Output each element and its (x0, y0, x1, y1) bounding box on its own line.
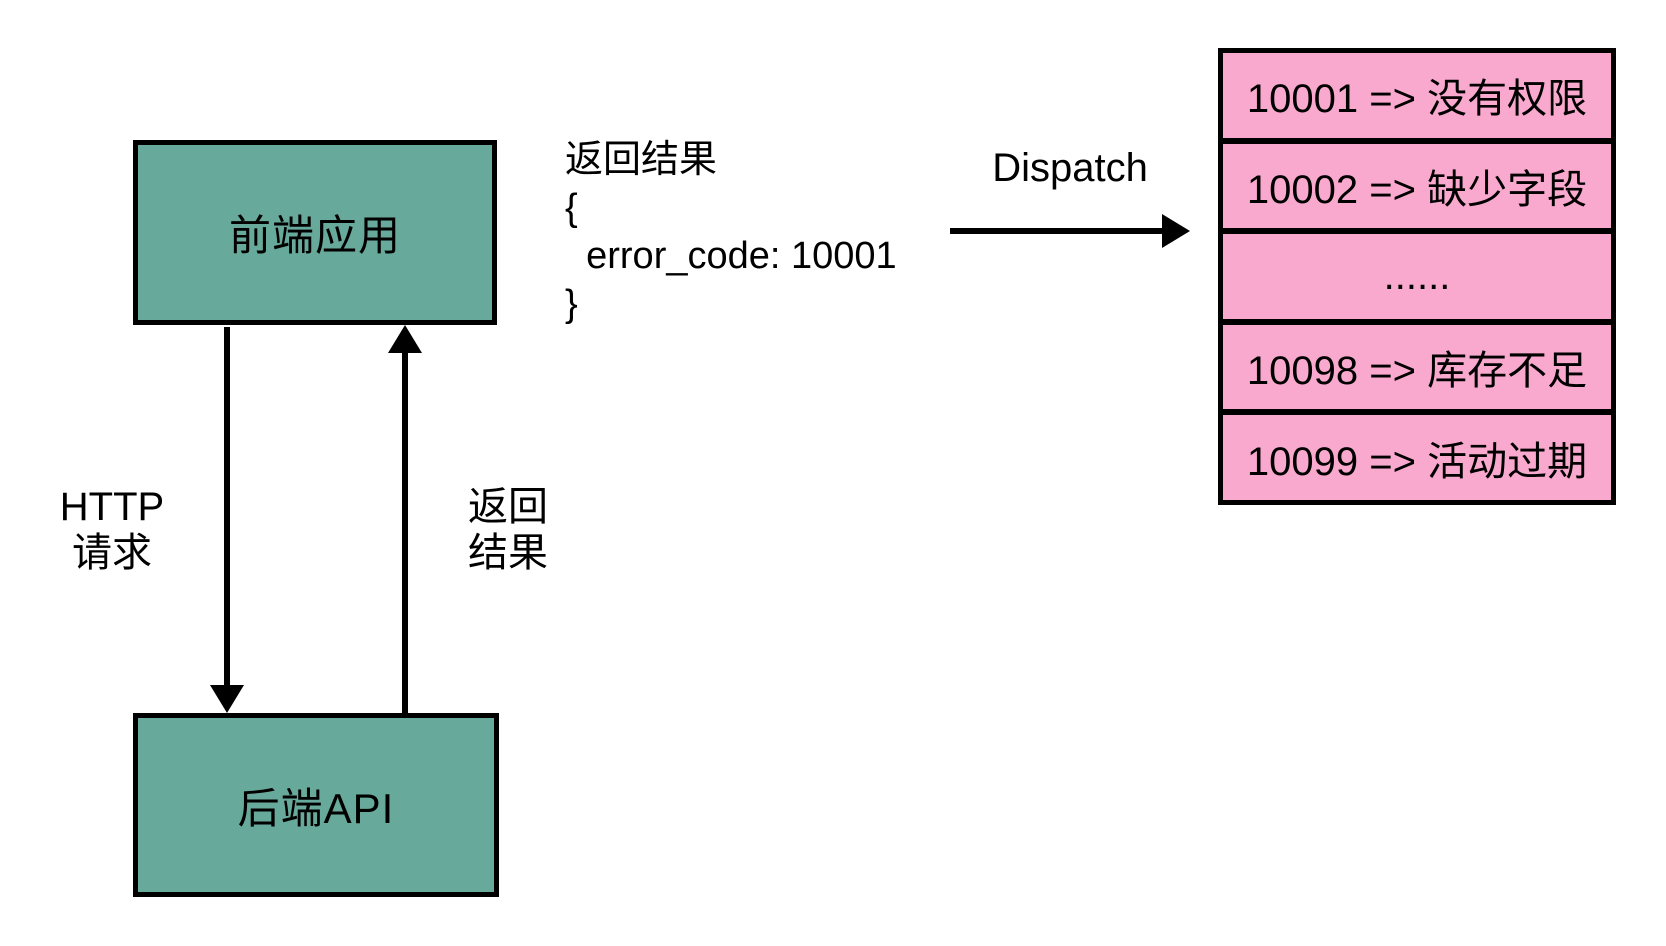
table-row: ...... (1223, 234, 1611, 319)
response-arrowhead-icon (388, 325, 422, 353)
table-row-text: 10001 => 没有权限 (1246, 77, 1588, 122)
table-row: 10001 => 没有权限 (1223, 53, 1611, 138)
table-row-text: 10098 => 库存不足 (1246, 349, 1588, 394)
dispatch-label: Dispatch (992, 146, 1148, 190)
table-row-text: ...... (1383, 253, 1451, 298)
table-row: 10002 => 缺少字段 (1223, 143, 1611, 229)
backend-api-box: 后端API (133, 713, 499, 897)
table-row-text: 10099 => 活动过期 (1246, 439, 1588, 484)
table-row-text: 10002 => 缺少字段 (1246, 167, 1588, 212)
result-code-block: 返回结果 { error_code: 10001 } (565, 139, 897, 325)
http-request-arrow-line (224, 327, 230, 687)
table-row: 10099 => 活动过期 (1223, 415, 1611, 500)
error-code-table: 10001 => 没有权限 10002 => 缺少字段 ...... 10098… (1218, 48, 1616, 505)
table-row: 10098 => 库存不足 (1223, 324, 1611, 410)
dispatch-arrow-line (950, 228, 1164, 234)
backend-api-label: 后端API (237, 784, 395, 832)
frontend-app-box: 前端应用 (133, 140, 497, 325)
dispatch-arrowhead-icon (1162, 214, 1190, 248)
response-arrow-label: 返回 结果 (468, 485, 548, 575)
response-arrow-line (402, 353, 408, 713)
frontend-app-label: 前端应用 (228, 212, 401, 259)
http-request-label: HTTP 请求 (59, 485, 165, 575)
http-request-arrowhead-icon (210, 685, 244, 713)
